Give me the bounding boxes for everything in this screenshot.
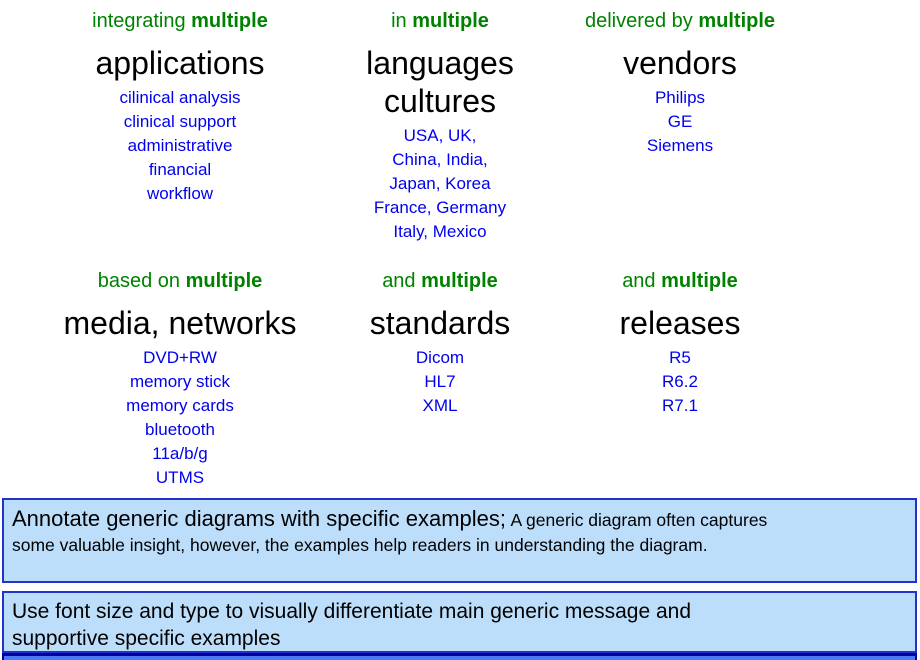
note-box-annotate: Annotate generic diagrams with specific … <box>2 498 917 583</box>
example-item: memory cards <box>126 396 234 415</box>
examples-releases: R5 R6.2 R7.1 <box>560 346 800 418</box>
qualifier-text: in <box>391 10 407 32</box>
note-line-1: Annotate generic diagrams with specific … <box>12 505 907 533</box>
heading-media-networks: media, networks <box>63 305 297 341</box>
note-detail-text: A generic diagram often captures <box>510 510 768 530</box>
column-languages-cultures: in multiple languages cultures USA, UK, … <box>330 8 550 244</box>
column-releases: and multiple releases R5 R6.2 R7.1 <box>560 268 800 418</box>
example-item: memory stick <box>129 372 231 391</box>
heading-languages: languages <box>366 45 514 81</box>
examples-vendors: Philips GE Siemens <box>560 86 800 158</box>
example-item: Philips <box>654 88 706 107</box>
cut-off-note-box-edge <box>2 653 917 660</box>
qualifier-text: delivered by <box>584 10 693 32</box>
qualifier-text: and <box>622 270 656 292</box>
qualifier-text: integrating <box>92 10 186 32</box>
qualifier-text: and <box>382 270 416 292</box>
example-item: France, Germany <box>373 198 507 217</box>
keyword-multiple: multiple <box>698 10 776 32</box>
examples-languages-cultures: USA, UK, China, India, Japan, Korea Fran… <box>330 124 550 244</box>
example-item: bluetooth <box>145 420 215 439</box>
column-standards: and multiple standards Dicom HL7 XML <box>330 268 550 418</box>
example-item: HL7 <box>424 372 456 391</box>
example-item: China, India, <box>392 150 488 169</box>
example-item: R7.1 <box>662 396 698 415</box>
keyword-multiple: multiple <box>421 270 498 292</box>
example-item: XML <box>422 396 458 415</box>
example-item: administrative <box>127 136 233 155</box>
heading-standards: standards <box>369 305 511 341</box>
keyword-multiple: multiple <box>412 10 489 32</box>
note-box-font-usage: Use font size and type to visually diffe… <box>2 591 917 653</box>
column-vendors: delivered by multiple vendors Philips GE… <box>560 8 800 158</box>
note-line-2: some valuable insight, however, the exam… <box>12 535 708 555</box>
examples-standards: Dicom HL7 XML <box>330 346 550 418</box>
example-item: GE <box>667 112 693 131</box>
example-item: USA, UK, <box>403 126 477 145</box>
example-item: R6.2 <box>662 372 698 391</box>
heading-vendors: vendors <box>623 45 737 81</box>
example-item: Italy, Mexico <box>393 222 487 241</box>
keyword-multiple: multiple <box>191 10 268 32</box>
qualifier-and-standards: and multiple <box>330 268 550 294</box>
example-item: UTMS <box>155 468 205 487</box>
example-item: Dicom <box>415 348 465 367</box>
qualifier-text: based on <box>97 270 181 292</box>
qualifier-based-on: based on multiple <box>20 268 340 294</box>
example-item: Siemens <box>646 136 714 155</box>
keyword-multiple: multiple <box>661 270 738 292</box>
note-line-2: supportive specific examples <box>12 627 281 650</box>
note-line-1: Use font size and type to visually diffe… <box>12 600 691 623</box>
example-item: workflow <box>146 184 214 203</box>
example-item: financial <box>148 160 212 179</box>
example-item: cilinical analysis <box>119 88 241 107</box>
column-media-networks: based on multiple media, networks DVD+RW… <box>20 268 340 490</box>
column-applications: integrating multiple applications cilini… <box>20 8 340 206</box>
example-item: 11a/b/g <box>152 444 208 463</box>
examples-applications: cilinical analysis clinical support admi… <box>20 86 340 206</box>
qualifier-and-releases: and multiple <box>560 268 800 294</box>
examples-media-networks: DVD+RW memory stick memory cards bluetoo… <box>20 346 340 490</box>
heading-releases: releases <box>619 305 741 341</box>
qualifier-in: in multiple <box>330 8 550 34</box>
keyword-multiple: multiple <box>185 270 263 292</box>
example-item: Japan, Korea <box>389 174 491 193</box>
note-main-text: Annotate generic diagrams with specific … <box>12 506 507 531</box>
qualifier-integrating: integrating multiple <box>20 8 340 34</box>
qualifier-delivered-by: delivered by multiple <box>560 8 800 34</box>
example-item: R5 <box>669 348 691 367</box>
heading-applications: applications <box>95 45 265 81</box>
example-item: DVD+RW <box>143 348 217 367</box>
heading-cultures: cultures <box>383 83 497 119</box>
example-item: clinical support <box>123 112 237 131</box>
